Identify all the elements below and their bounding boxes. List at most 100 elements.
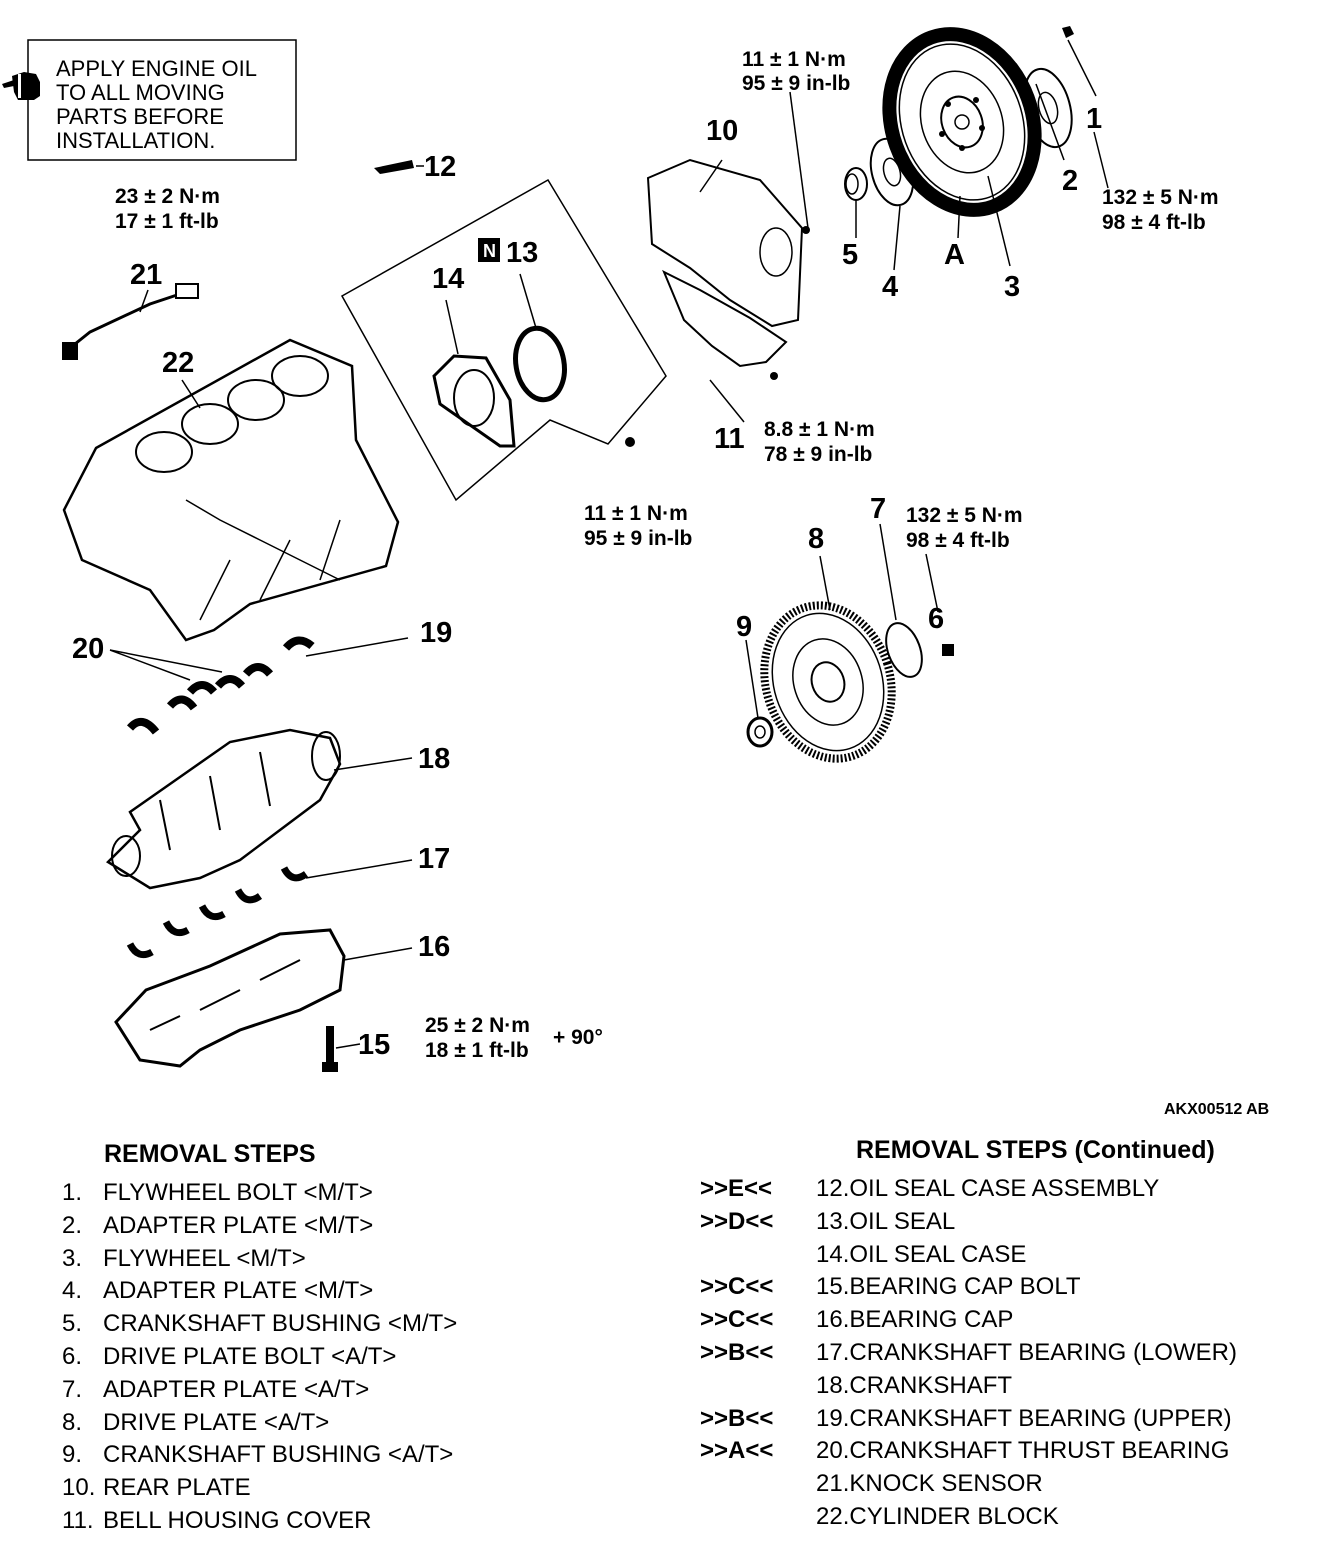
torque-drive-plate-bolt: 132 ± 5 N·m 98 ± 4 ft-lb (906, 504, 1023, 552)
svg-text:23 ± 2 N·m: 23 ± 2 N·m (115, 185, 220, 208)
callout-22: 22 (162, 347, 194, 379)
callout-16: 16 (418, 931, 450, 963)
step-row: 21.KNOCK SENSOR (816, 1470, 1043, 1498)
drive-plate-part-8 (760, 601, 896, 763)
bell-housing-cover-part-11 (662, 269, 788, 380)
step-row: 2.ADAPTER PLATE <M/T> (62, 1211, 374, 1239)
callout-A: A (944, 239, 965, 271)
svg-text:18 ± 1 ft-lb: 18 ± 1 ft-lb (425, 1039, 529, 1062)
torque-bell-housing: 8.8 ± 1 N·m 78 ± 9 in-lb (764, 418, 875, 466)
svg-text:132 ± 5 N·m: 132 ± 5 N·m (1102, 186, 1219, 209)
step-row: 4.ADAPTER PLATE <M/T> (62, 1277, 374, 1305)
callout-9: 9 (736, 611, 752, 643)
callout-15: 15 (358, 1029, 390, 1061)
rear-plate-part-10 (646, 158, 810, 328)
svg-text:11 ± 1 N·m: 11 ± 1 N·m (584, 502, 688, 525)
step-row: 9.CRANKSHAFT BUSHING <A/T> (62, 1441, 454, 1469)
callout-14: 14 (432, 263, 464, 295)
step-row: 18.CRANKSHAFT (816, 1371, 1013, 1399)
svg-text:8.8 ± 1 N·m: 8.8 ± 1 N·m (764, 418, 875, 441)
step-row: 1.FLYWHEEL BOLT <M/T> (62, 1179, 373, 1206)
callout-6: 6 (928, 603, 944, 635)
torque-oil-seal-case: 11 ± 1 N·m 95 ± 9 in-lb (584, 502, 692, 550)
bearing-cap-part-16 (114, 928, 346, 1068)
callout-8: 8 (808, 523, 824, 555)
callout-3: 3 (1004, 271, 1020, 303)
removal-steps-title: REMOVAL STEPS (104, 1140, 316, 1168)
callout-10: 10 (706, 115, 738, 147)
leader-lines (109, 39, 1109, 1049)
svg-text:95 ± 9 in-lb: 95 ± 9 in-lb (584, 527, 692, 550)
svg-text:78 ± 9 in-lb: 78 ± 9 in-lb (764, 443, 872, 466)
upper-bearing-shells (126, 636, 315, 735)
svg-text:11 ± 1 N·m: 11 ± 1 N·m (742, 48, 846, 71)
step-row: >>E<<12.OIL SEAL CASE ASSEMBLY (700, 1175, 1160, 1202)
knock-sensor-part-21 (62, 283, 199, 360)
svg-text:98 ± 4 ft-lb: 98 ± 4 ft-lb (906, 529, 1010, 552)
bearing-cap-bolt-part-15 (322, 1026, 338, 1072)
step-row: >>B<<17.CRANKSHAFT BEARING (LOWER) (700, 1338, 1237, 1366)
callout-20: 20 (72, 633, 104, 665)
step-row: 6.DRIVE PLATE BOLT <A/T> (62, 1342, 397, 1370)
lower-bearing-shells (126, 866, 309, 959)
oil-seal-part-13 (513, 325, 567, 403)
callout-18: 18 (418, 743, 450, 775)
oil-seal-case-assembly-frame (340, 178, 667, 502)
callout-11: 11 (714, 423, 745, 455)
removal-steps-list: REMOVAL STEPS 1.FLYWHEEL BOLT <M/T> 2.AD… (62, 1140, 582, 1538)
callout-7: 7 (870, 493, 886, 525)
step-row: >>D<<13.OIL SEAL (700, 1207, 956, 1235)
step-row: 22.CYLINDER BLOCK (816, 1502, 1059, 1530)
cylinder-block-part-22 (62, 338, 400, 642)
step-row: 14.OIL SEAL CASE (816, 1240, 1027, 1268)
callout-2: 2 (1062, 165, 1078, 197)
adapter-plate-part-4 (869, 137, 915, 207)
crankshaft-part-18 (106, 728, 342, 890)
callout-4: 4 (882, 271, 898, 303)
removal-steps-continued-title: REMOVAL STEPS (Continued) (856, 1136, 1215, 1164)
flywheel-part (882, 27, 1042, 217)
figure-code: AKX00512 AB (1164, 1101, 1269, 1118)
callout-1: 1 (1086, 103, 1102, 135)
oil-seal-case-bolt-part-12 (374, 160, 414, 174)
svg-text:25 ± 2 N·m: 25 ± 2 N·m (425, 1014, 530, 1037)
flywheel-bolt-part-1 (1062, 26, 1074, 38)
step-row: 11.BELL HOUSING COVER (62, 1506, 372, 1534)
step-row: >>C<<16.BEARING CAP (700, 1306, 1014, 1334)
oil-note: APPLY ENGINE OIL TO ALL MOVING PARTS BEF… (2, 39, 297, 161)
step-row: 5.CRANKSHAFT BUSHING <M/T> (62, 1310, 458, 1338)
special-tool-letter: N (483, 241, 496, 261)
step-row: 7.ADAPTER PLATE <A/T> (62, 1375, 370, 1403)
step-row: >>B<<19.CRANKSHAFT BEARING (UPPER) (700, 1404, 1232, 1432)
svg-text:17 ± 1 ft-lb: 17 ± 1 ft-lb (115, 210, 219, 233)
torque-flywheel-bolt: 132 ± 5 N·m 98 ± 4 ft-lb (1102, 186, 1219, 234)
svg-text:95 ± 9 in-lb: 95 ± 9 in-lb (742, 72, 850, 95)
adapter-plate-part-7 (885, 622, 923, 678)
step-row: >>C<<15.BEARING CAP BOLT (700, 1273, 1081, 1301)
callout-12: 12 (424, 151, 456, 183)
torque-knock-sensor: 23 ± 2 N·m 17 ± 1 ft-lb (115, 185, 220, 233)
step-row: >>A<<20.CRANKSHAFT THRUST BEARING (700, 1437, 1230, 1465)
oil-seal-case-part-14 (432, 354, 516, 448)
oil-seal-case-bolt-icon (625, 437, 635, 447)
oil-note-line-1: APPLY ENGINE OIL (56, 56, 257, 81)
svg-text:98 ± 4 ft-lb: 98 ± 4 ft-lb (1102, 211, 1206, 234)
oil-can-icon (2, 72, 40, 100)
callout-19: 19 (420, 617, 452, 649)
adapter-plate-part-2 (1023, 67, 1073, 149)
callout-5: 5 (842, 239, 858, 271)
svg-text:132 ± 5 N·m: 132 ± 5 N·m (906, 504, 1023, 527)
drive-plate-bolt-part-6 (942, 644, 954, 656)
step-row: 8.DRIVE PLATE <A/T> (62, 1408, 330, 1436)
callout-21: 21 (130, 259, 162, 291)
oil-note-line-3: PARTS BEFORE (56, 104, 224, 129)
callout-17: 17 (418, 843, 450, 875)
torque-rear-plate-top: 11 ± 1 N·m 95 ± 9 in-lb (742, 48, 850, 95)
oil-note-line-4: INSTALLATION. (56, 128, 215, 153)
removal-steps-continued-list: REMOVAL STEPS (Continued) >>E<<12.OIL SE… (700, 1136, 1330, 1534)
torque-bearing-cap-bolt: 25 ± 2 N·m 18 ± 1 ft-lb + 90° (425, 1014, 603, 1062)
step-row: 10.REAR PLATE (62, 1474, 251, 1502)
crankshaft-bushing-part-9 (746, 716, 774, 748)
special-tool-badge: N (478, 238, 500, 262)
